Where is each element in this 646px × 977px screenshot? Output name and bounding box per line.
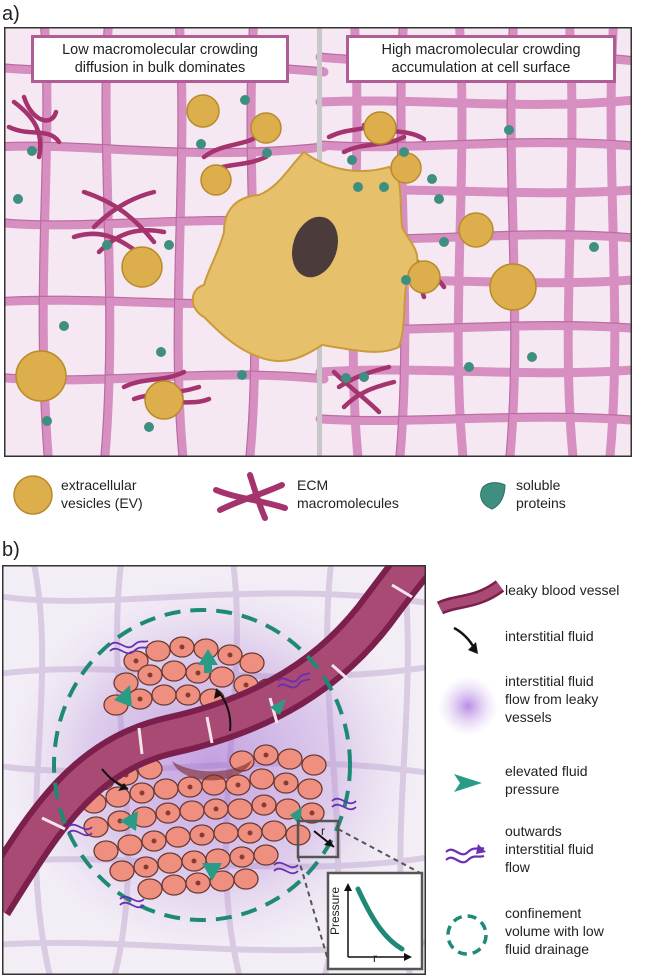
interstitial-fluid-legend-label: interstitial fluid (505, 627, 594, 645)
inset-x-label: r (373, 951, 377, 965)
panel-b-frame (2, 565, 426, 975)
confinement-volume (52, 608, 352, 922)
necrotic-core (172, 760, 252, 781)
interstitial-flow-legend-icon (438, 676, 498, 736)
cell-nucleus (291, 216, 339, 278)
confinement-legend-icon (446, 914, 488, 956)
zoom-radius-label: r (321, 824, 325, 838)
confinement-legend-line3: fluid drainage (505, 941, 590, 957)
panel-a-frame (4, 27, 632, 457)
ecm-macromolecule-legend-icon (213, 472, 288, 521)
interstitial-flow-legend-line2: flow from leaky (505, 691, 599, 707)
ecm-legend-line1: ECM (297, 477, 329, 493)
protein-legend-icon (480, 482, 506, 510)
ev-legend-icon (13, 475, 53, 515)
panel-a-label: a) (2, 3, 20, 25)
panel-a-illustration (4, 27, 632, 457)
protein-legend-label: soluble proteins (516, 476, 566, 512)
panel-b-illustration (2, 565, 426, 975)
interstitial-fluid-legend-line1: interstitial fluid (505, 628, 594, 644)
ev-legend-line2: vesicles (EV) (61, 495, 143, 511)
interstitial-flow-legend-line3: vessels (505, 709, 552, 725)
high-crowding-line2: accumulation at cell surface (391, 60, 571, 76)
outward-flow-arrows (67, 640, 357, 909)
elevated-pressure-arrows (114, 649, 302, 881)
vessel-legend-icon (436, 580, 505, 615)
zoom-guide-lines (297, 828, 425, 968)
low-crowding-line1: Low macromolecular crowding (62, 42, 258, 58)
elevated-pressure-legend-icon (454, 774, 482, 792)
vessel-leak-gaps (41, 583, 413, 831)
ecm-legend-line2: macromolecules (297, 495, 399, 511)
elevated-pressure-legend-line2: pressure (505, 781, 560, 797)
protein-legend-line1: soluble (516, 477, 561, 493)
confinement-legend-label: confinement volume with low fluid draina… (505, 904, 604, 958)
elevated-pressure-legend-label: elevated fluid pressure (505, 762, 588, 798)
tumor-cell-nuclei (117, 644, 315, 886)
ev-legend-line1: extracellular (61, 477, 137, 493)
ecm-legend-label: ECM macromolecules (297, 476, 399, 512)
outward-flow-legend-line1: outwards (505, 823, 562, 839)
panel-b-label: b) (2, 539, 20, 561)
confinement-legend-line2: volume with low (505, 923, 604, 939)
inset-y-label: Pressure (328, 886, 342, 935)
outward-flow-legend-label: outwards interstitial fluid flow (505, 822, 594, 876)
high-crowding-line1: High macromolecular crowding (381, 42, 581, 58)
extracellular-vesicles (15, 94, 537, 420)
confinement-legend-line1: confinement (505, 905, 582, 921)
outward-flow-legend-line3: flow (505, 859, 530, 875)
ev-legend-label: extracellular vesicles (EV) (61, 476, 143, 512)
low-crowding-line2: diffusion in bulk dominates (74, 60, 246, 76)
soluble-proteins (13, 95, 599, 432)
low-crowding-callout: Low macromolecular crowding diffusion in… (31, 35, 289, 83)
interstitial-fluid-legend-icon (453, 626, 478, 654)
outward-flow-legend-icon (445, 844, 486, 864)
protein-legend-line2: proteins (516, 495, 566, 511)
vessel-legend-label: leaky blood vessel (505, 581, 619, 599)
outward-flow-legend-line2: interstitial fluid (505, 841, 594, 857)
vessel-legend-line1: leaky blood vessel (505, 582, 620, 598)
pressure-curve (355, 886, 405, 952)
interstitial-flow-legend-label: interstitial fluid flow from leaky vesse… (505, 672, 598, 726)
elevated-pressure-legend-line1: elevated fluid (505, 763, 588, 779)
interstitial-flow-legend-line1: interstitial fluid (505, 673, 594, 689)
high-crowding-callout: High macromolecular crowding accumulatio… (346, 35, 616, 83)
zoom-region-box (296, 819, 340, 859)
